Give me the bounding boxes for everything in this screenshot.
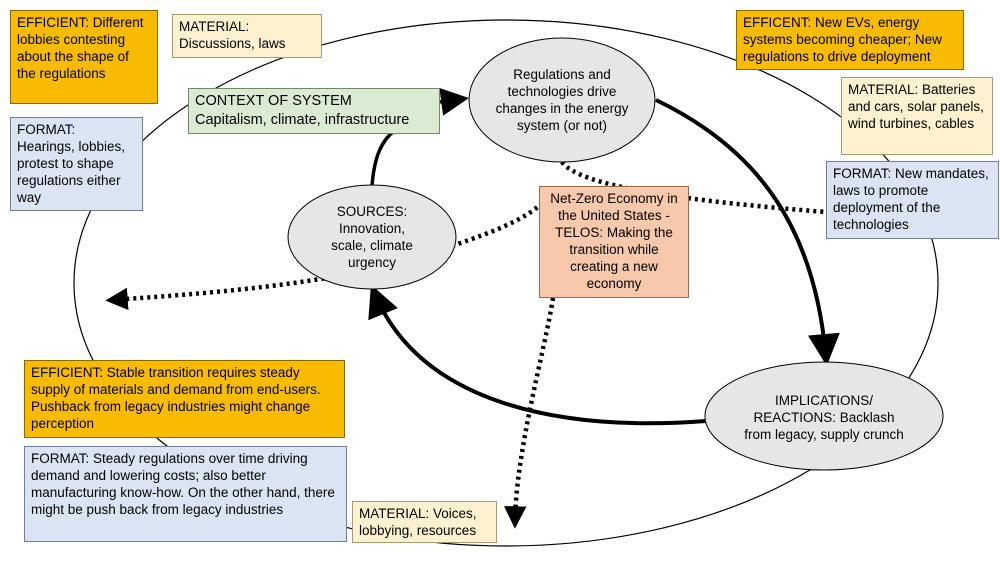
telos-box: Net-Zero Economy in the United States - … [539, 186, 689, 298]
dotted-arrow-down [503, 297, 556, 529]
format-left-box: FORMAT: Hearings, lobbies, protest to sh… [10, 117, 143, 211]
context-of-system-box: CONTEXT OF SYSTEM Capitalism, climate, i… [188, 88, 440, 134]
arrow-context-to-regulations [439, 87, 469, 116]
sources-node: SOURCES: Innovation, scale, climate urge… [331, 204, 413, 270]
material-bottom-box: MATERIAL: Voices, lobbying, resources [352, 501, 497, 543]
regulations-node-shape [468, 37, 656, 163]
sources-node-shape [287, 184, 457, 290]
system-boundary-ellipse [73, 19, 939, 547]
material-right-box: MATERIAL: Batteries and cars, solar pane… [841, 77, 993, 155]
implications-node-shape [704, 361, 944, 471]
implications-node: IMPLICATIONS/ REACTIONS: Backlash from l… [744, 392, 904, 442]
arrow-sources-to-regulations [370, 129, 396, 187]
efficient-top-left-box: EFFICIENT: Different lobbies contesting … [10, 10, 158, 104]
format-bottom-left-box: FORMAT: Steady regulations over time dri… [24, 446, 347, 542]
arrow-regulations-to-implications [655, 98, 840, 366]
dotted-link-sources-telos [451, 198, 547, 249]
material-top-left-box: MATERIAL: Discussions, laws [172, 14, 322, 58]
arrow-implications-to-sources [368, 284, 707, 426]
regulations-node: Regulations and technologies drive chang… [495, 67, 629, 133]
dotted-arrow-left [105, 273, 339, 311]
efficient-top-right-box: EFFICENT: New EVs, energy systems becomi… [736, 10, 964, 70]
efficient-bottom-left-box: EFFICIENT: Stable transition requires st… [24, 360, 345, 438]
format-right-box: FORMAT: New mandates, laws to promote de… [826, 161, 999, 239]
